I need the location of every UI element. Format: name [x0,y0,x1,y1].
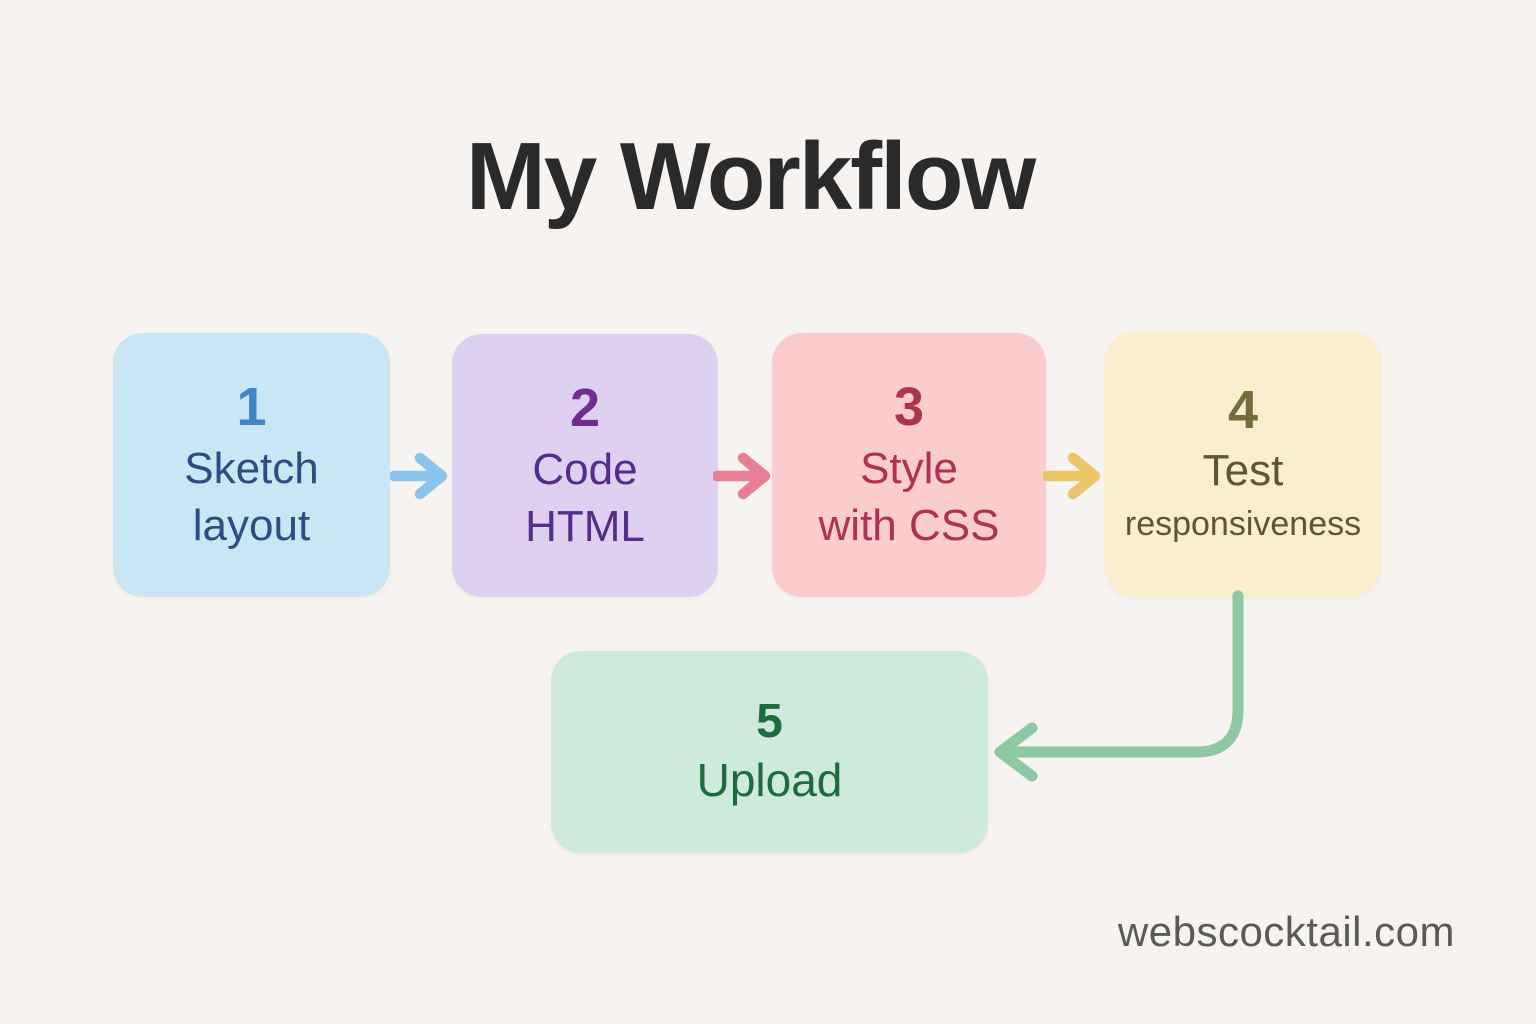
step-label-3-line2: with CSS [818,501,1000,551]
step-box-4-test-responsiveness: 4 Test responsiveness [1105,331,1381,597]
step-number-4: 4 [1227,379,1259,440]
step-box-3-style-with-css: 3 Style with CSS [772,333,1046,597]
watermark-text: webscocktail.com [1117,908,1455,955]
step-label-4-line1: Test [1202,446,1284,496]
step-label-3-line1: Style [860,444,958,494]
step-box-1-sketch-layout: 1 Sketch layout [113,333,390,597]
step-number-1: 1 [236,377,267,438]
arrow-right-icon-3-4 [1043,452,1101,500]
step-number-3: 3 [893,377,925,438]
page-title: My Workflow [465,123,1036,230]
step-label-2-line2: HTML [525,501,645,551]
step-label-2-line1: Code [532,444,638,494]
step-label-5-line1: Upload [696,753,843,806]
arrow-right-icon-2-3 [713,452,771,500]
step-number-2: 2 [569,377,601,438]
step-label-1-line1: Sketch [184,444,319,494]
step-label-1-line2: layout [192,501,311,551]
step-number-5: 5 [756,695,783,749]
connector-arrow-4-5-icon [994,590,1244,782]
arrow-right-icon-1-2 [390,452,448,500]
step-box-2-code-html: 2 Code HTML [452,334,718,597]
step-box-5-upload: 5 Upload [551,651,988,853]
step-label-4-line2: responsiveness [1124,505,1362,544]
